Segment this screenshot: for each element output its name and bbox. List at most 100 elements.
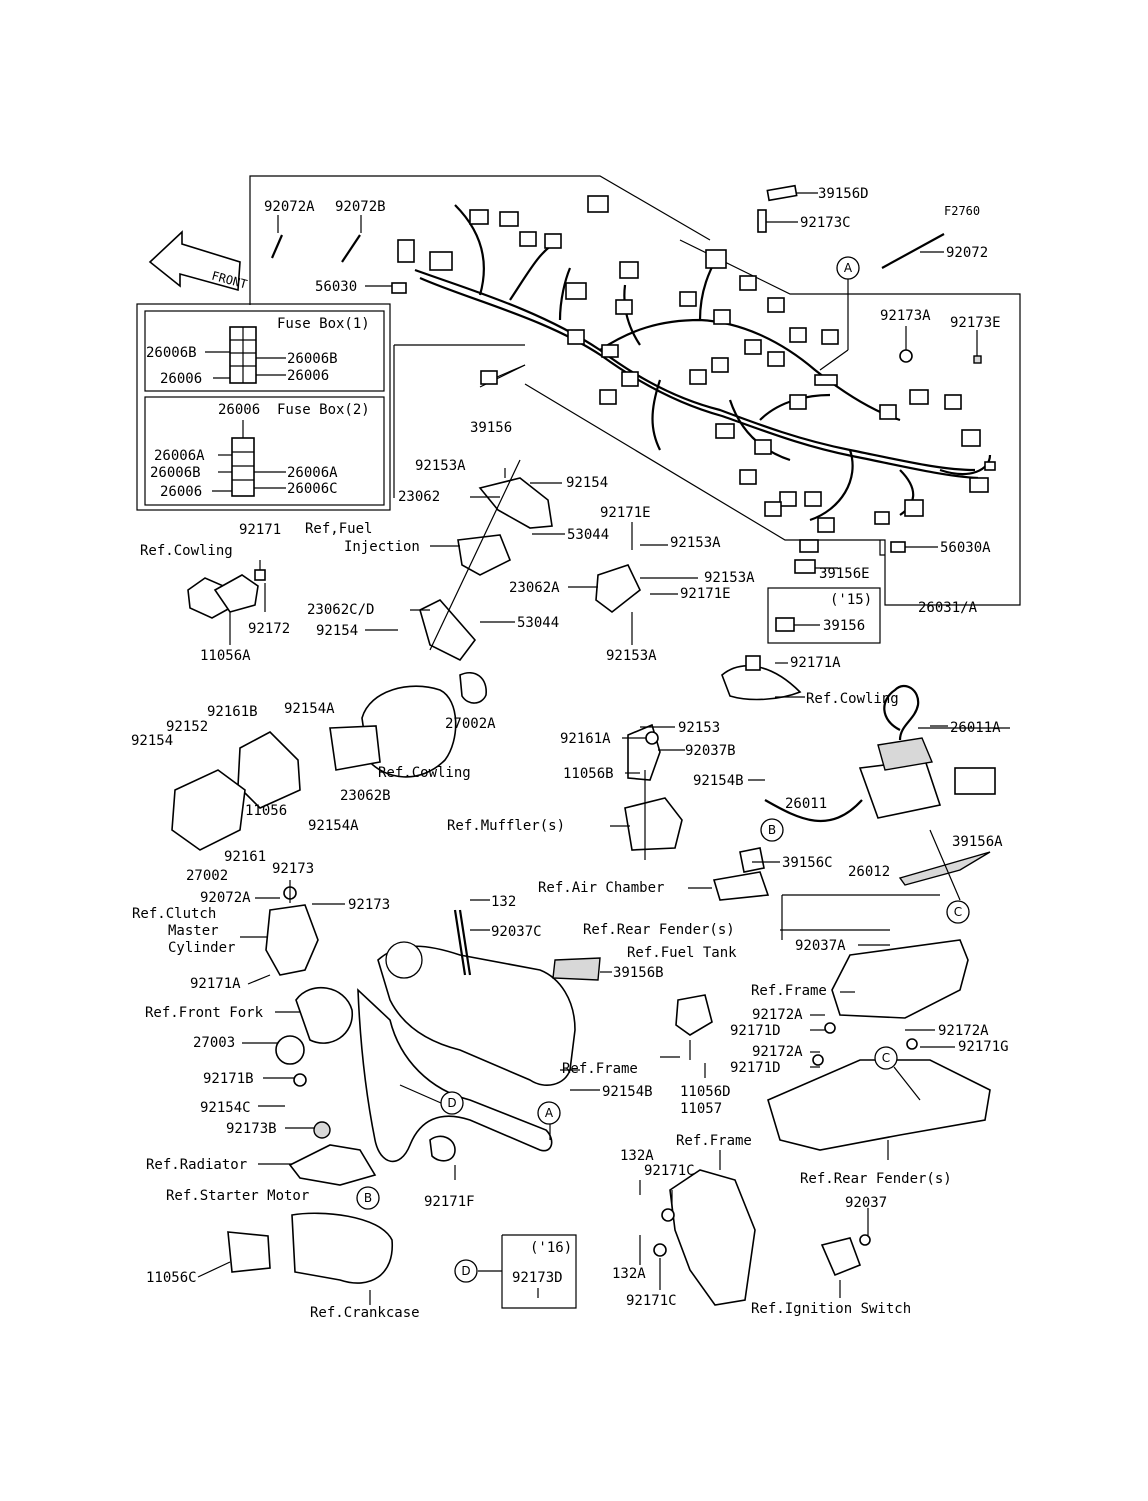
- label-92173C: 92173C: [800, 215, 851, 231]
- label-ref-mufflers: Ref.Muffler(s): [447, 818, 565, 834]
- label-53044: 53044: [567, 527, 609, 543]
- callout-circles: A B C C D A B D: [356, 256, 970, 1283]
- year-box-16: ('16) 92173D: [478, 1234, 577, 1309]
- label-39156D: 39156D: [818, 186, 869, 202]
- label-92154C: 92154C: [200, 1100, 251, 1116]
- svg-text:C: C: [954, 905, 962, 919]
- label-ref-clutch: Ref.Clutch: [132, 906, 216, 922]
- label-92171E: 92171E: [600, 505, 651, 521]
- callout-C-lower: [874, 1046, 898, 1070]
- svg-text:A: A: [545, 1106, 554, 1120]
- label-11056C: 11056C: [146, 1270, 197, 1286]
- label-92153A-4: 92153A: [606, 648, 657, 664]
- frame-outline: [357, 909, 601, 1163]
- label-92161: 92161: [224, 849, 266, 865]
- label-92037A: 92037A: [795, 938, 846, 954]
- year-box-15: ('15) 39156: [767, 587, 881, 644]
- label-ref-cowling-2: Ref.Cowling: [806, 691, 899, 707]
- label-92161A: 92161A: [560, 731, 611, 747]
- label-23062A: 23062A: [509, 580, 560, 596]
- label-injection: Injection: [344, 539, 420, 555]
- label-26012: 26012: [848, 864, 890, 880]
- label-11056D: 11056D: [680, 1084, 731, 1100]
- fuse-box-1-title: Fuse Box(1): [277, 316, 370, 332]
- front-arrow: FRONT: [148, 230, 249, 292]
- label-92154B-2: 92154B: [602, 1084, 653, 1100]
- svg-text:B: B: [364, 1191, 372, 1205]
- label-92171F: 92171F: [424, 1194, 475, 1210]
- label-ref-frame-1: Ref.Frame: [751, 983, 827, 999]
- svg-text:D: D: [447, 1096, 456, 1110]
- label-11056A: 11056A: [200, 648, 251, 664]
- year-box-16-part: 92173D: [512, 1270, 563, 1286]
- label-ref-cowling-3: Ref.Cowling: [378, 765, 471, 781]
- main-wiring-harness: [397, 195, 996, 533]
- label-92172: 92172: [248, 621, 290, 637]
- label-132A: 132A: [620, 1148, 654, 1164]
- label-92154B: 92154B: [693, 773, 744, 789]
- label-92171E-2: 92171E: [680, 586, 731, 602]
- label-master: Master: [168, 923, 219, 939]
- label-11057: 11057: [680, 1101, 722, 1117]
- fuse1-right-1: 26006: [287, 368, 329, 384]
- label-23062B: 23062B: [340, 788, 391, 804]
- label-92171C-2: 92171C: [626, 1293, 677, 1309]
- fuse-box-2: Fuse Box(2) 26006 26006A 26006B 26006 26…: [144, 396, 385, 506]
- label-132A-2: 132A: [612, 1266, 646, 1282]
- label-23062CD: 23062C/D: [307, 602, 374, 618]
- central-brackets: [171, 459, 641, 851]
- label-ref-rear-fender-2: Ref.Rear Fender(s): [800, 1171, 952, 1187]
- part-labels: F2760 92072A 92072B 56030 39156D 92173C …: [131, 186, 1009, 1321]
- right-lower-parts: [653, 939, 991, 1306]
- fuse1-left-0: 26006B: [146, 345, 197, 361]
- label-92153A-2: 92153A: [670, 535, 721, 551]
- label-27002A: 27002A: [445, 716, 496, 732]
- label-92171G: 92171G: [958, 1039, 1009, 1055]
- label-56030A: 56030A: [940, 540, 991, 556]
- fuse2-right-0: 26006A: [287, 465, 338, 481]
- svg-text:C: C: [882, 1051, 890, 1065]
- label-92173A: 92173A: [880, 308, 931, 324]
- label-27002: 27002: [186, 868, 228, 884]
- fuse1-left-1: 26006: [160, 371, 202, 387]
- label-ref-air-chamber: Ref.Air Chamber: [538, 880, 664, 896]
- label-92173E: 92173E: [950, 315, 1001, 331]
- label-ref-crankcase: Ref.Crankcase: [310, 1305, 420, 1321]
- fuse2-right-1: 26006C: [287, 481, 338, 497]
- label-92072A-2: 92072A: [200, 890, 251, 906]
- right-components: [624, 655, 1010, 901]
- label-92172A: 92172A: [752, 1007, 803, 1023]
- year-box-15-year: ('15): [830, 592, 872, 608]
- callout-B-crankcase: [356, 1186, 380, 1210]
- label-26011A: 26011A: [950, 720, 1001, 736]
- label-56030: 56030: [315, 279, 357, 295]
- label-92037B: 92037B: [685, 743, 736, 759]
- label-ref-starter-motor: Ref.Starter Motor: [166, 1188, 309, 1204]
- svg-text:B: B: [768, 823, 776, 837]
- label-92152: 92152: [166, 719, 208, 735]
- label-39156: 39156: [470, 420, 512, 436]
- left-lower-parts: [227, 886, 393, 1284]
- label-ref-rear-fender-1: Ref.Rear Fender(s): [583, 922, 735, 938]
- fuse-box-1: Fuse Box(1) 26006B 26006 26006B 26006: [136, 303, 391, 511]
- label-cylinder: Cylinder: [168, 940, 235, 956]
- year-box-16-year: ('16): [530, 1240, 572, 1256]
- fig-code: F2760: [944, 204, 980, 218]
- label-92154A: 92154A: [284, 701, 335, 717]
- label-92173-2: 92173: [348, 897, 390, 913]
- label-92171A: 92171A: [790, 655, 841, 671]
- label-92172A-2: 92172A: [752, 1044, 803, 1060]
- label-ref-cowling-1: Ref.Cowling: [140, 543, 233, 559]
- label-53044-2: 53044: [517, 615, 559, 631]
- label-92153A: 92153A: [415, 458, 466, 474]
- label-92154: 92154: [566, 475, 608, 491]
- year-box-15-part: 39156: [823, 618, 865, 634]
- label-ref-front-fork: Ref.Front Fork: [145, 1005, 264, 1021]
- label-92173B: 92173B: [226, 1121, 277, 1137]
- label-39156A: 39156A: [952, 834, 1003, 850]
- label-23062: 23062: [398, 489, 440, 505]
- label-92072B: 92072B: [335, 199, 386, 215]
- label-92072: 92072: [946, 245, 988, 261]
- label-ref-frame-3: Ref.Frame: [676, 1133, 752, 1149]
